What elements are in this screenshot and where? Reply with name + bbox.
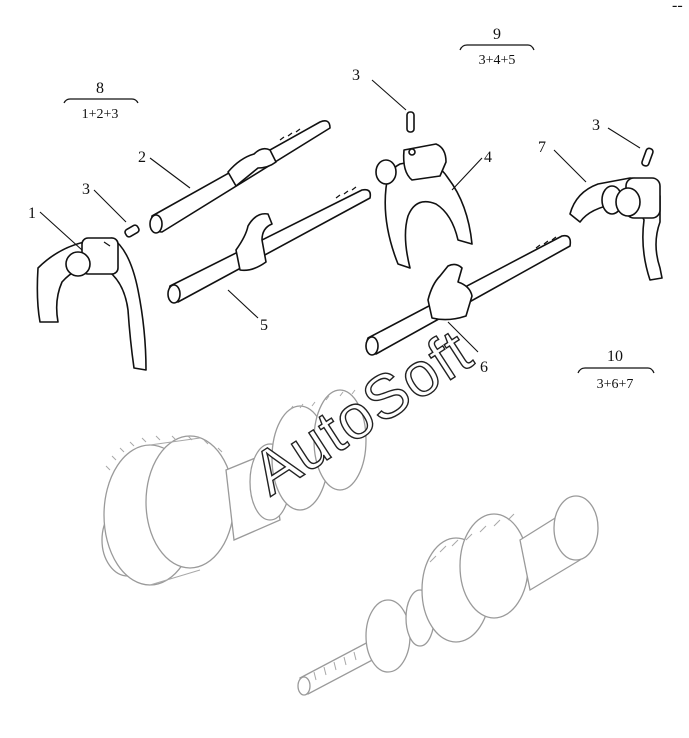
pin-3-left [124, 224, 140, 238]
group-label-10: 10 3+6+7 [577, 348, 655, 392]
group-number-9: 9 [493, 26, 501, 43]
shift-fork-4 [375, 143, 473, 269]
group-parts-10: 3+6+7 [597, 377, 634, 392]
shift-rod-2 [149, 120, 331, 234]
callout-3-top: 3 [352, 67, 360, 84]
group-label-8: 8 1+2+3 [63, 80, 139, 122]
callout-5: 5 [260, 317, 268, 334]
callout-2: 2 [138, 149, 146, 166]
group-number-8: 8 [96, 80, 104, 97]
group-parts-8: 1+2+3 [82, 107, 119, 122]
callout-3-left: 3 [82, 181, 90, 198]
mainshaft [297, 495, 599, 696]
callout-1: 1 [28, 205, 36, 222]
gear-cluster-shaft [101, 389, 367, 586]
watermark-text: AutoSoft [240, 317, 484, 509]
group-number-10: 10 [607, 348, 623, 365]
pin-3-top [406, 111, 415, 133]
group-parts-9: 3+4+5 [479, 53, 516, 68]
group-label-9: 9 3+4+5 [459, 26, 535, 68]
shift-rod-5 [167, 186, 372, 304]
callout-3-right: 3 [592, 117, 600, 134]
callout-6: 6 [480, 359, 488, 376]
corner-mark: -- [672, 0, 683, 14]
callout-4: 4 [484, 149, 492, 166]
shift-fork-7 [569, 177, 663, 281]
callout-7: 7 [538, 139, 546, 156]
shift-rod-6 [365, 234, 572, 356]
shift-fork-1 [36, 237, 147, 371]
pin-3-right [641, 147, 654, 167]
